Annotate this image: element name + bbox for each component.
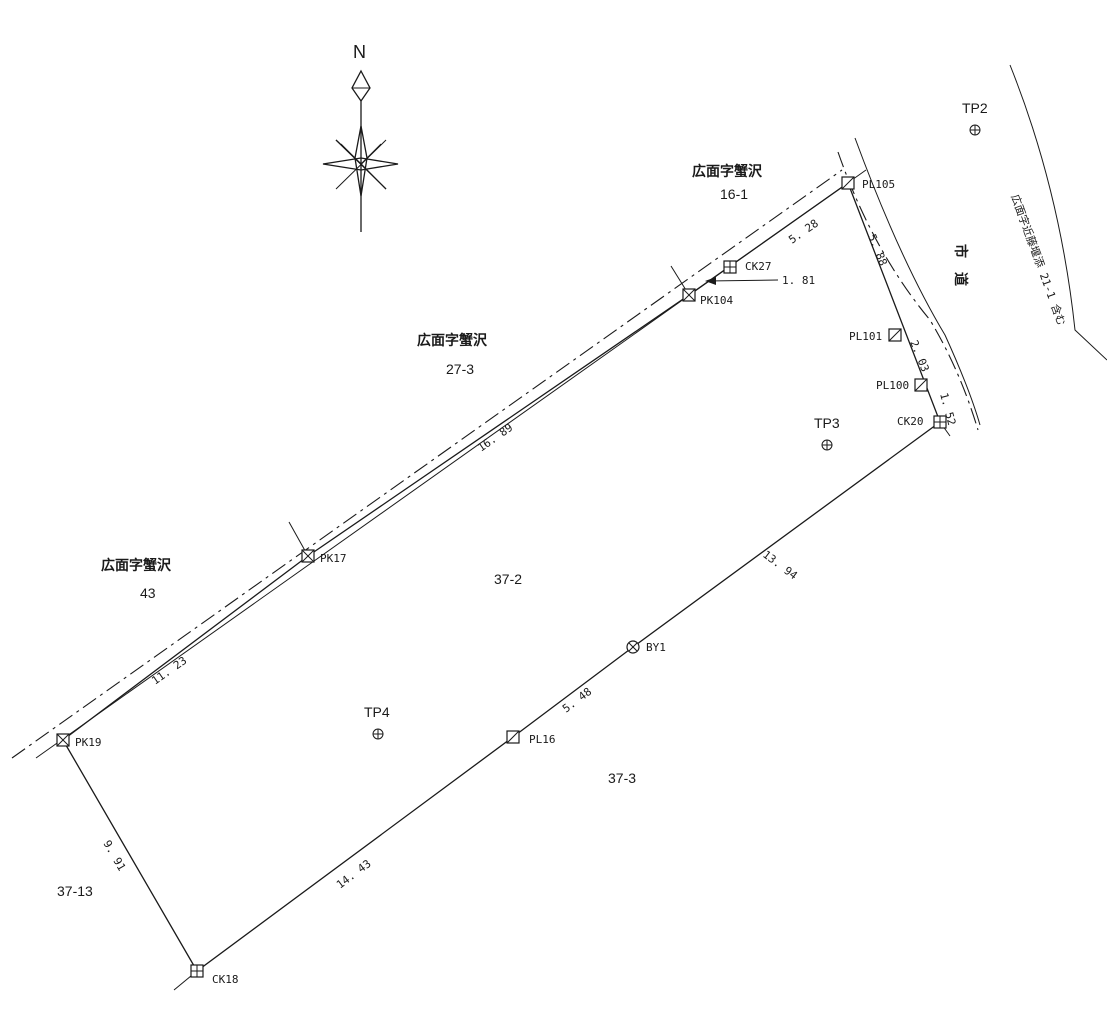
parcel-top-middle-number: 27-3 — [446, 361, 474, 377]
tp4-marker — [372, 728, 384, 740]
point-label-PL100: PL100 — [876, 379, 909, 392]
dim-181: 1. 81 — [782, 274, 815, 287]
parcel-left-number: 43 — [140, 585, 156, 601]
point-PK104-marker — [682, 288, 696, 302]
tp3-label: TP3 — [814, 415, 840, 431]
point-CK18-marker — [190, 964, 204, 978]
dim-588: 5. 88 — [865, 232, 889, 268]
parcel-bottom-left-number: 37-13 — [57, 883, 93, 899]
leader-arrow — [705, 277, 779, 285]
point-CK20-marker — [933, 415, 947, 429]
tp2-marker — [969, 124, 981, 136]
road-note: 広面字近藤堰添 21-1 含む — [1008, 192, 1069, 327]
parcel-top-middle-name: 広面字蟹沢 — [417, 332, 488, 349]
point-label-PL101: PL101 — [849, 330, 882, 343]
dim-203: 2. 03 — [907, 338, 931, 374]
point-PL16-marker — [506, 730, 520, 744]
parcel-top-right-name: 広面字蟹沢 — [692, 163, 763, 180]
tp4-label: TP4 — [364, 704, 390, 720]
point-label-CK20: CK20 — [897, 415, 924, 428]
point-label-PL105: PL105 — [862, 178, 895, 191]
point-label-PL16: PL16 — [529, 733, 556, 746]
point-label-PK19: PK19 — [75, 736, 102, 749]
point-label-PK17: PK17 — [320, 552, 347, 565]
north-arrow-icon: N — [322, 42, 399, 232]
point-PL105-marker — [841, 176, 855, 190]
dim-991: 9. 91 — [100, 838, 128, 873]
parcel-bottom-number: 37-3 — [608, 770, 636, 786]
point-PK17-marker — [301, 549, 315, 563]
dim-1394: 13. 94 — [760, 548, 800, 583]
parcel-center-number: 37-2 — [494, 571, 522, 587]
point-PK19-marker — [56, 733, 70, 747]
point-label-CK18: CK18 — [212, 973, 239, 986]
parcel-top-right-number: 16-1 — [720, 186, 748, 202]
north-label: N — [353, 42, 366, 62]
point-label-BY1: BY1 — [646, 641, 666, 654]
point-PL101-marker — [888, 328, 902, 342]
parcel-left-name: 広面字蟹沢 — [101, 557, 172, 574]
point-CK27-marker — [723, 260, 737, 274]
point-PL100-marker — [914, 378, 928, 392]
dim-528: 5. 28 — [786, 217, 821, 247]
tp2-label: TP2 — [962, 100, 988, 116]
tp3-marker — [821, 439, 833, 451]
point-label-CK27: CK27 — [745, 260, 772, 273]
dim-1443: 14. 43 — [334, 857, 374, 891]
point-label-PK104: PK104 — [700, 294, 733, 307]
point-BY1-marker — [626, 640, 640, 654]
road-label: 市 道 — [952, 244, 969, 286]
